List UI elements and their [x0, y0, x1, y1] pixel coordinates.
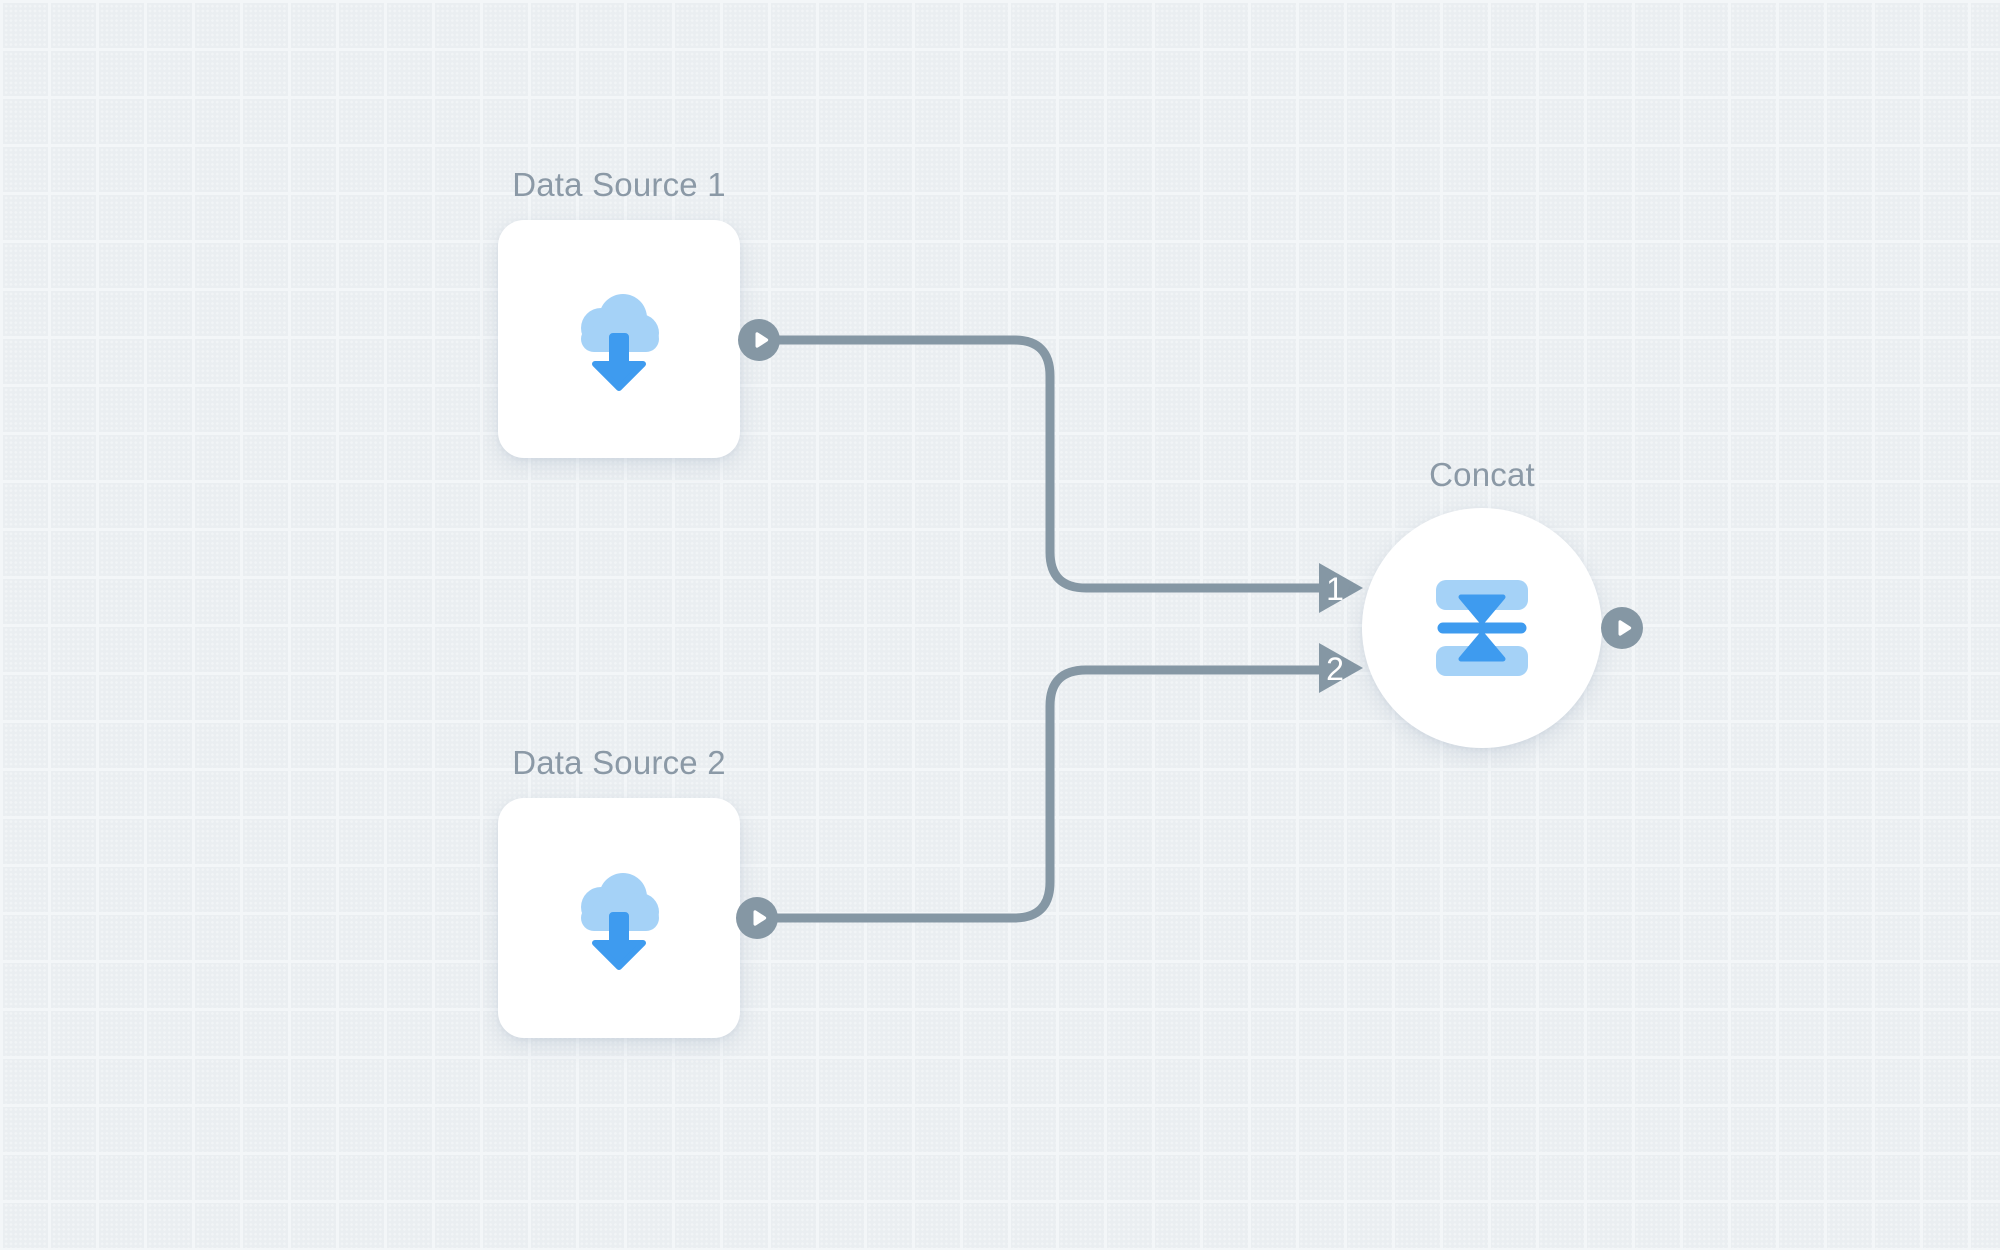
- data-source-1-output-port[interactable]: [738, 319, 780, 361]
- node-label-concat: Concat: [1429, 456, 1535, 493]
- node-data-source-1[interactable]: [498, 220, 740, 458]
- node-label-data-source-1: Data Source 1: [512, 166, 726, 203]
- concat-input-port-1-arrow-icon[interactable]: [1319, 563, 1363, 613]
- connection-ds1-to-concat[interactable]: [759, 335, 1320, 593]
- node-label-data-source-2: Data Source 2: [512, 744, 726, 781]
- concat-output-port[interactable]: [1601, 607, 1643, 649]
- play-icon: [1618, 620, 1631, 636]
- connection-ds2-to-concat[interactable]: [757, 665, 1320, 923]
- concat-input-port-2-arrow-icon[interactable]: [1319, 643, 1363, 693]
- node-data-source-2[interactable]: [498, 798, 740, 1038]
- data-source-2-output-port[interactable]: [736, 897, 778, 939]
- concat-merge-icon: [1436, 580, 1528, 676]
- play-icon: [753, 910, 766, 926]
- node-concat[interactable]: [1362, 508, 1602, 748]
- play-icon: [755, 332, 768, 348]
- cloud-download-icon: [581, 872, 659, 970]
- cloud-download-icon: [581, 293, 659, 391]
